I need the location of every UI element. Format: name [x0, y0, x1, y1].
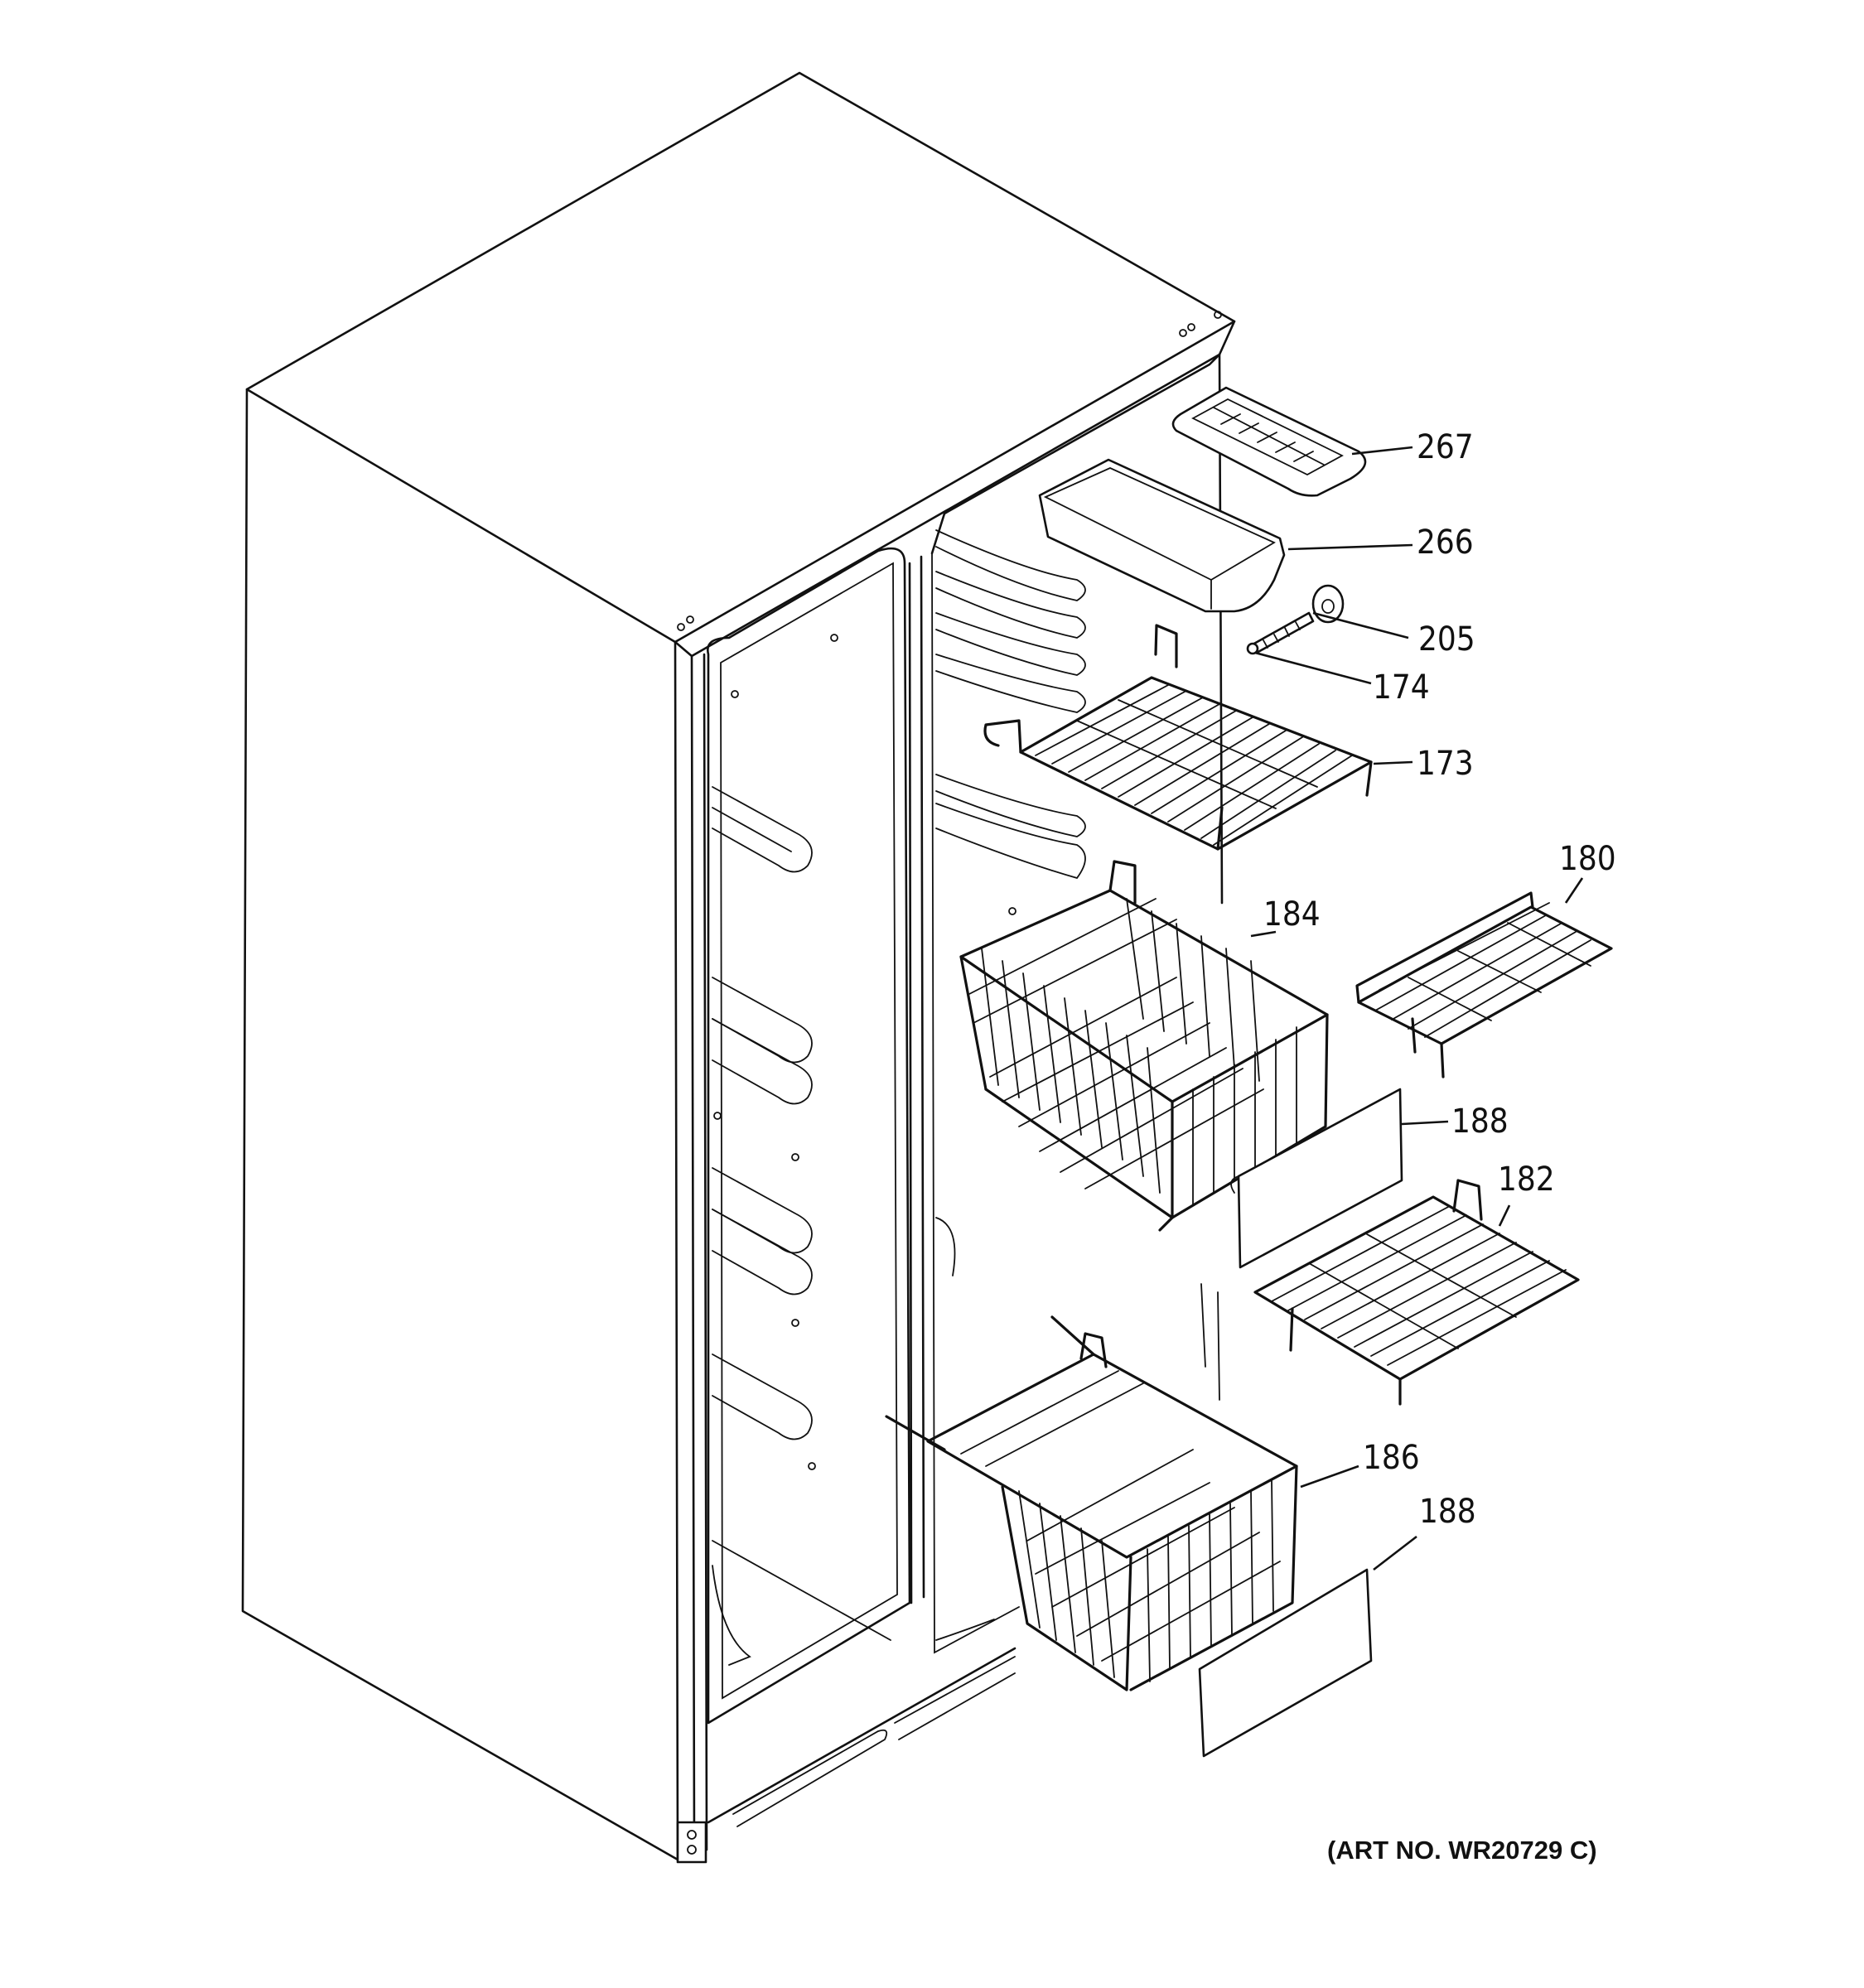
callout-182: 182 [1498, 1160, 1555, 1199]
callout-184: 184 [1263, 895, 1321, 934]
callout-267: 267 [1417, 428, 1474, 466]
art-number: (ART NO. WR20729 C) [1327, 1836, 1597, 1865]
ice-bucket-part-266 [1038, 458, 1286, 613]
basket-front-part-188-upper [1230, 1088, 1403, 1269]
screw-part-174 [1246, 611, 1315, 655]
basket-front-part-188-lower [1198, 1568, 1373, 1758]
callout-186: 186 [1363, 1439, 1420, 1477]
screw-cap-part-205 [1311, 584, 1345, 624]
callout-205: 205 [1418, 620, 1475, 659]
wire-basket-part-186 [885, 1315, 1298, 1691]
ice-tray-part-267 [1171, 386, 1367, 497]
leader-lines [1250, 446, 1584, 1571]
callout-188-upper: 188 [1451, 1103, 1509, 1141]
callout-174: 174 [1373, 668, 1430, 707]
callout-180: 180 [1559, 840, 1616, 878]
callout-173: 173 [1417, 745, 1474, 783]
wire-shelf-part-173 [983, 624, 1373, 851]
wire-shelf-part-182 [1253, 1179, 1580, 1406]
callout-188-lower: 188 [1419, 1493, 1476, 1531]
refrigerator-cabinet [241, 71, 1236, 1864]
callout-labels: 267 266 205 174 173 180 184 188 182 186 … [1263, 428, 1616, 1531]
callout-266: 266 [1417, 524, 1474, 562]
wire-shelf-part-180 [1355, 891, 1613, 1078]
